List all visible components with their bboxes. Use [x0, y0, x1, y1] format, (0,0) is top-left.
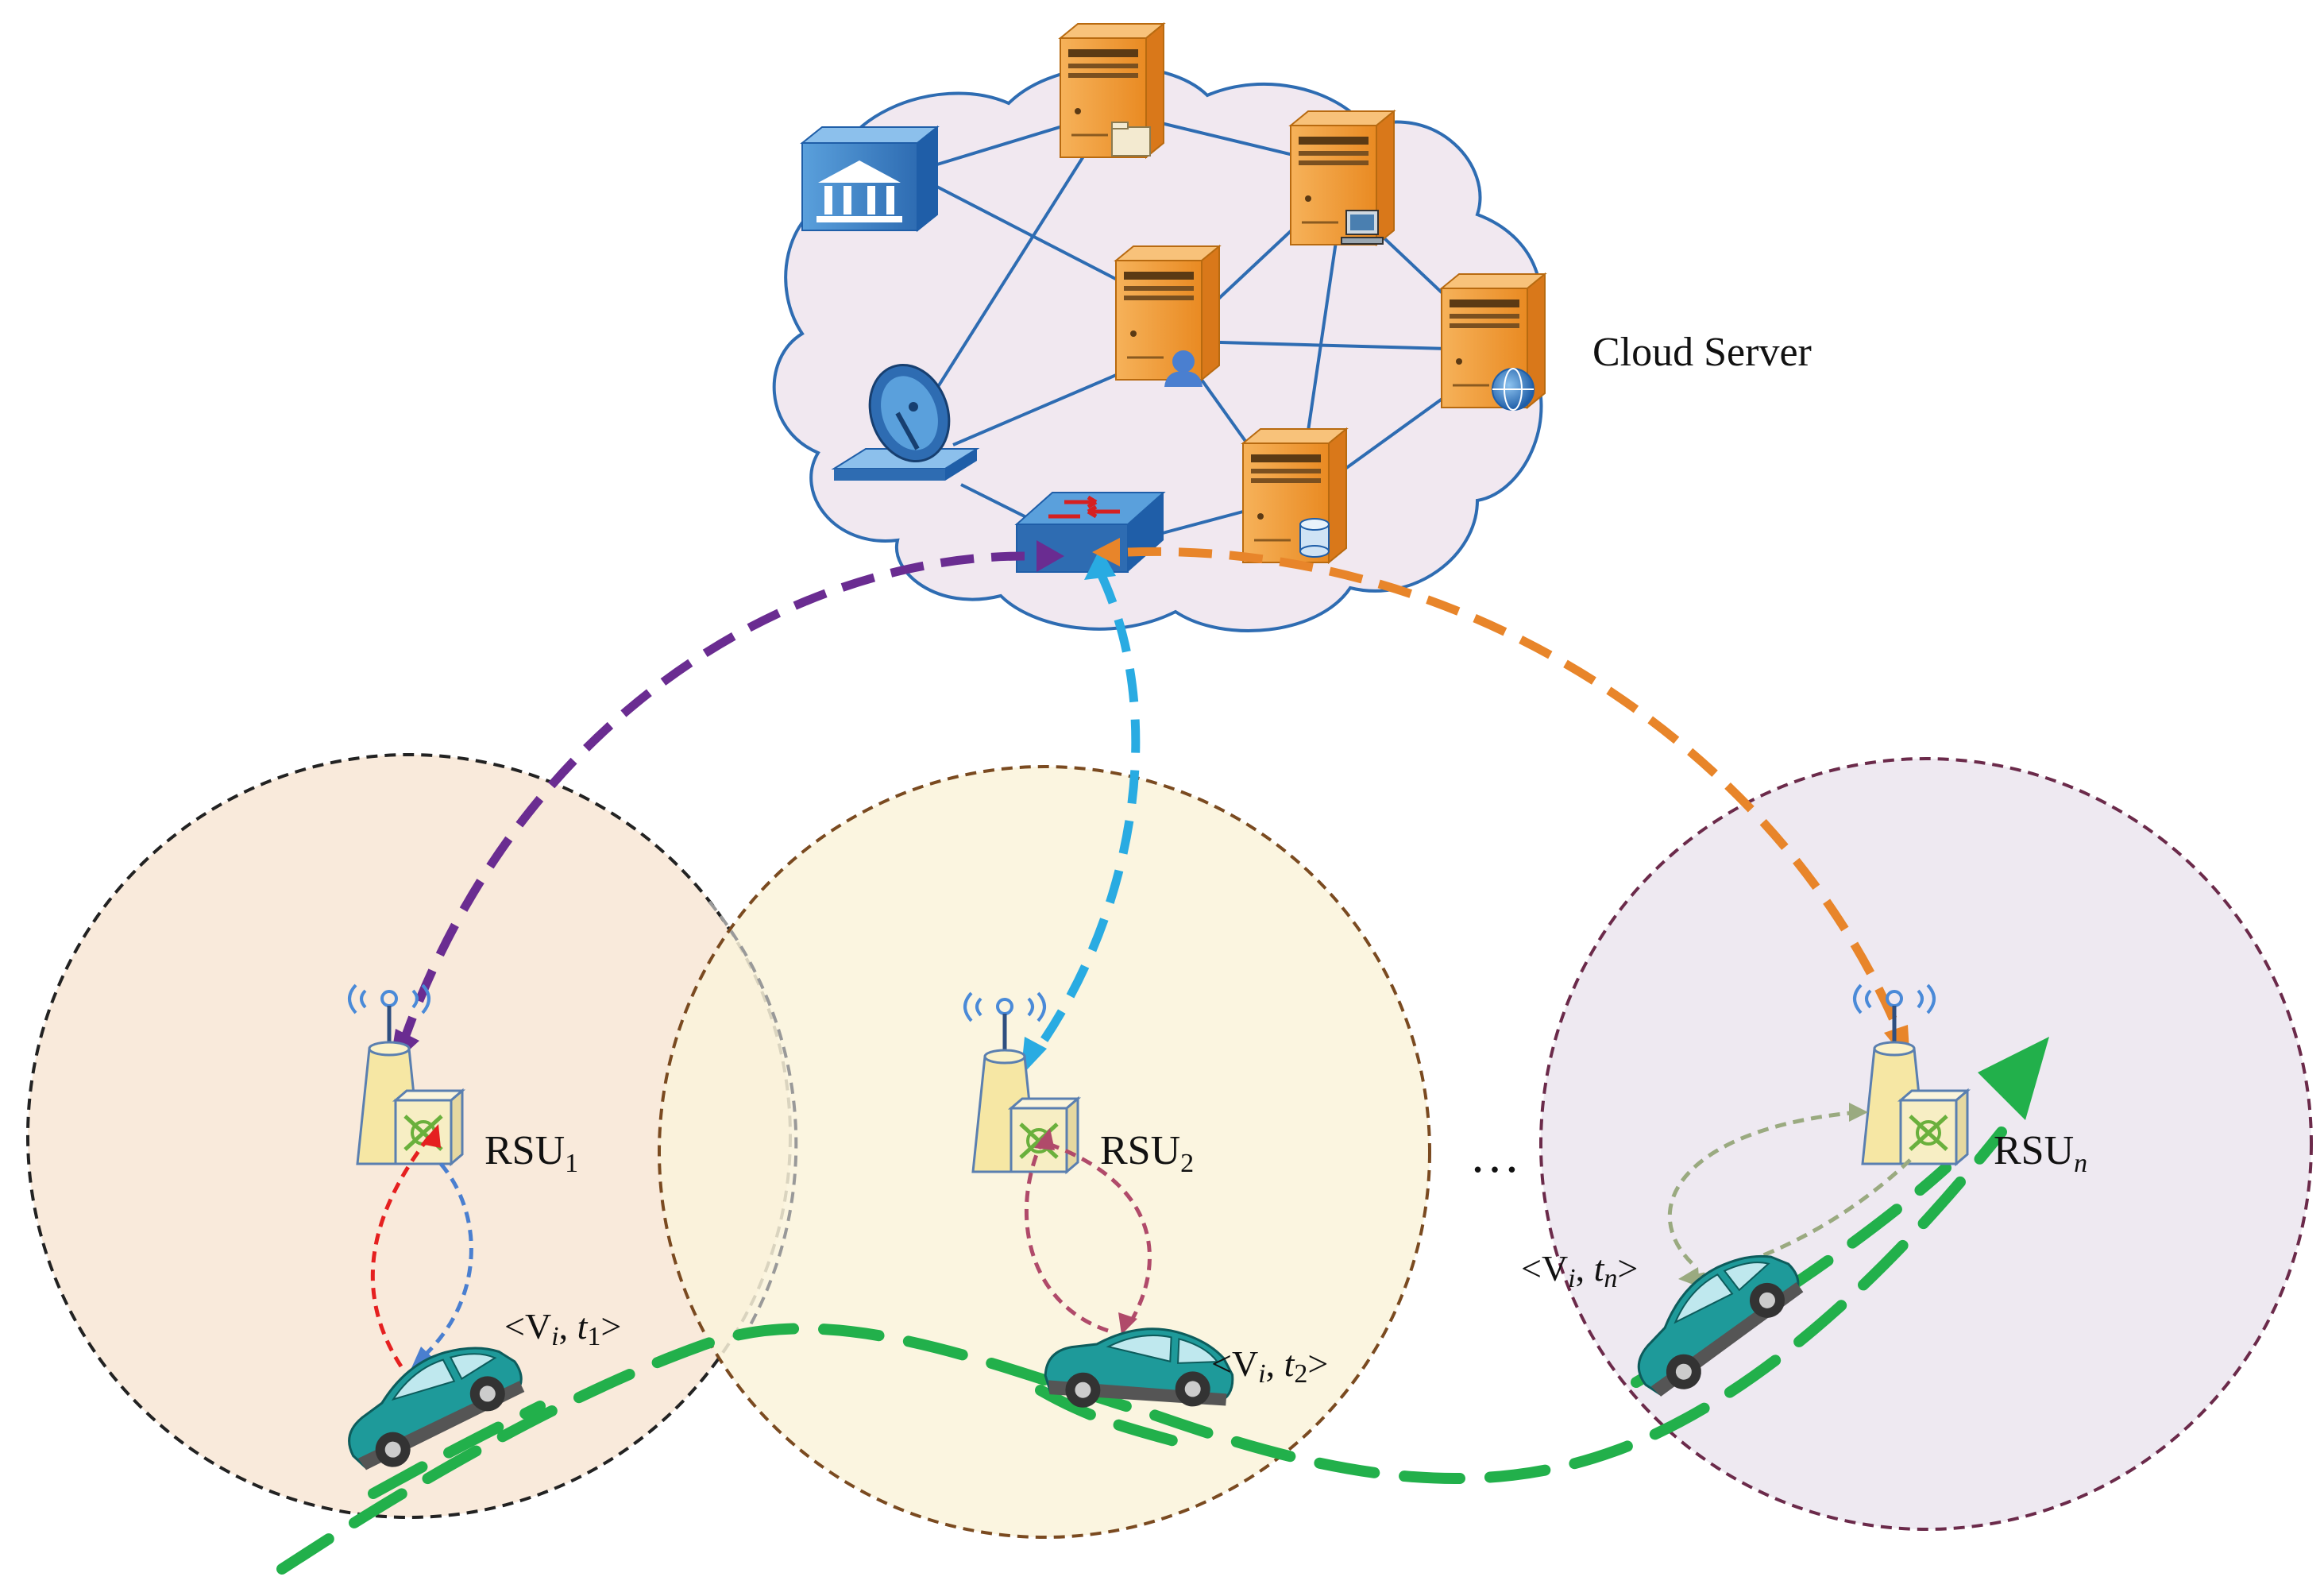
bank-icon	[800, 125, 940, 233]
folder-icon	[1111, 122, 1151, 157]
switch-arrow-in-cyan	[1084, 548, 1116, 580]
server-icon-center	[1114, 245, 1221, 381]
cloud-server-label: Cloud Server	[1592, 330, 1812, 375]
rsu-ellipsis: …	[1469, 1126, 1520, 1183]
rsu1-local-red-arrowhead	[421, 1124, 441, 1148]
rsun-local-down-link	[1687, 1158, 1912, 1280]
vehicle-1-label: <Vi, t1>	[504, 1306, 621, 1351]
rsun-label: RSUn	[1994, 1128, 2087, 1178]
rsu2-local-up-link	[1024, 1134, 1109, 1333]
rsun-local-up-link	[1668, 1110, 1859, 1265]
rsu2-local-down-link	[1048, 1142, 1152, 1328]
rsu2-local-down-arrowhead	[1118, 1312, 1137, 1335]
rsun-local-up-arrowhead	[1849, 1103, 1868, 1122]
rsu1-local-blue-arrowhead	[411, 1347, 435, 1368]
rsu2-label: RSU2	[1100, 1128, 1194, 1178]
vehicle-2-label: <Vi, t2>	[1211, 1343, 1328, 1389]
cloud-to-rsu1-arrow	[396, 551, 1025, 1050]
cloud-to-rsu2-arrowhead	[1021, 1037, 1047, 1076]
switch-arrow-in-purple	[1037, 540, 1064, 572]
computer-icon	[1341, 210, 1384, 245]
database-icon	[1299, 518, 1330, 558]
satellite-dish-icon	[831, 363, 980, 481]
server-icon-bottom	[1241, 427, 1348, 564]
switch-arrow-in-orange	[1092, 538, 1120, 566]
rsu1-local-blue-link	[418, 1162, 473, 1362]
user-icon	[1164, 350, 1203, 387]
vehicle-trajectory	[276, 1126, 2007, 1575]
rsu1-label: RSU1	[484, 1128, 578, 1178]
vehicle-n-label: <Vi, tn>	[1521, 1248, 1638, 1293]
cloud-to-rsun-arrow	[1127, 547, 1907, 1043]
globe-icon	[1492, 368, 1535, 411]
cloud-to-rsu2-arrow	[1029, 570, 1141, 1060]
trajectory-arrowhead	[1978, 1037, 2049, 1120]
